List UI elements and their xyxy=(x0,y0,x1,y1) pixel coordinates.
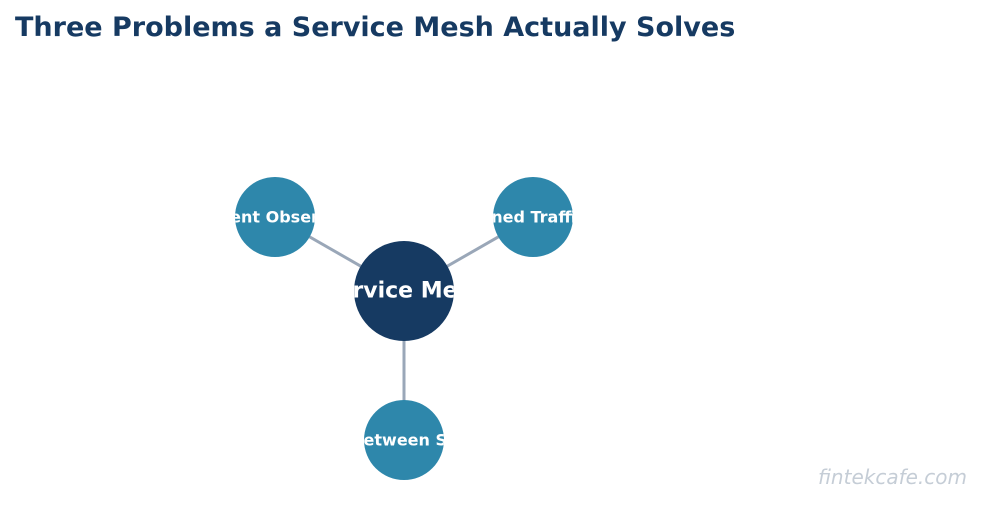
satellite-label-bottom: mTLS Between Services xyxy=(296,431,511,450)
satellite-circle-right xyxy=(493,177,573,257)
satellite-circle-left xyxy=(235,177,315,257)
hub-node: Service Mesh xyxy=(322,241,487,341)
page-title: Three Problems a Service Mesh Actually S… xyxy=(15,12,736,43)
satellite-node-left: Consistent Observability xyxy=(164,177,387,257)
hub-circle xyxy=(354,241,454,341)
satellite-circle-bottom xyxy=(364,400,444,480)
watermark: fintekcafe.com xyxy=(818,465,967,489)
hub-label: Service Mesh xyxy=(322,279,487,304)
satellite-node-bottom: mTLS Between Services xyxy=(296,400,511,480)
satellite-node-right: Fine-Grained Traffic Control xyxy=(409,177,658,257)
satellite-label-right: Fine-Grained Traffic Control xyxy=(409,208,658,227)
satellite-label-left: Consistent Observability xyxy=(164,208,387,227)
